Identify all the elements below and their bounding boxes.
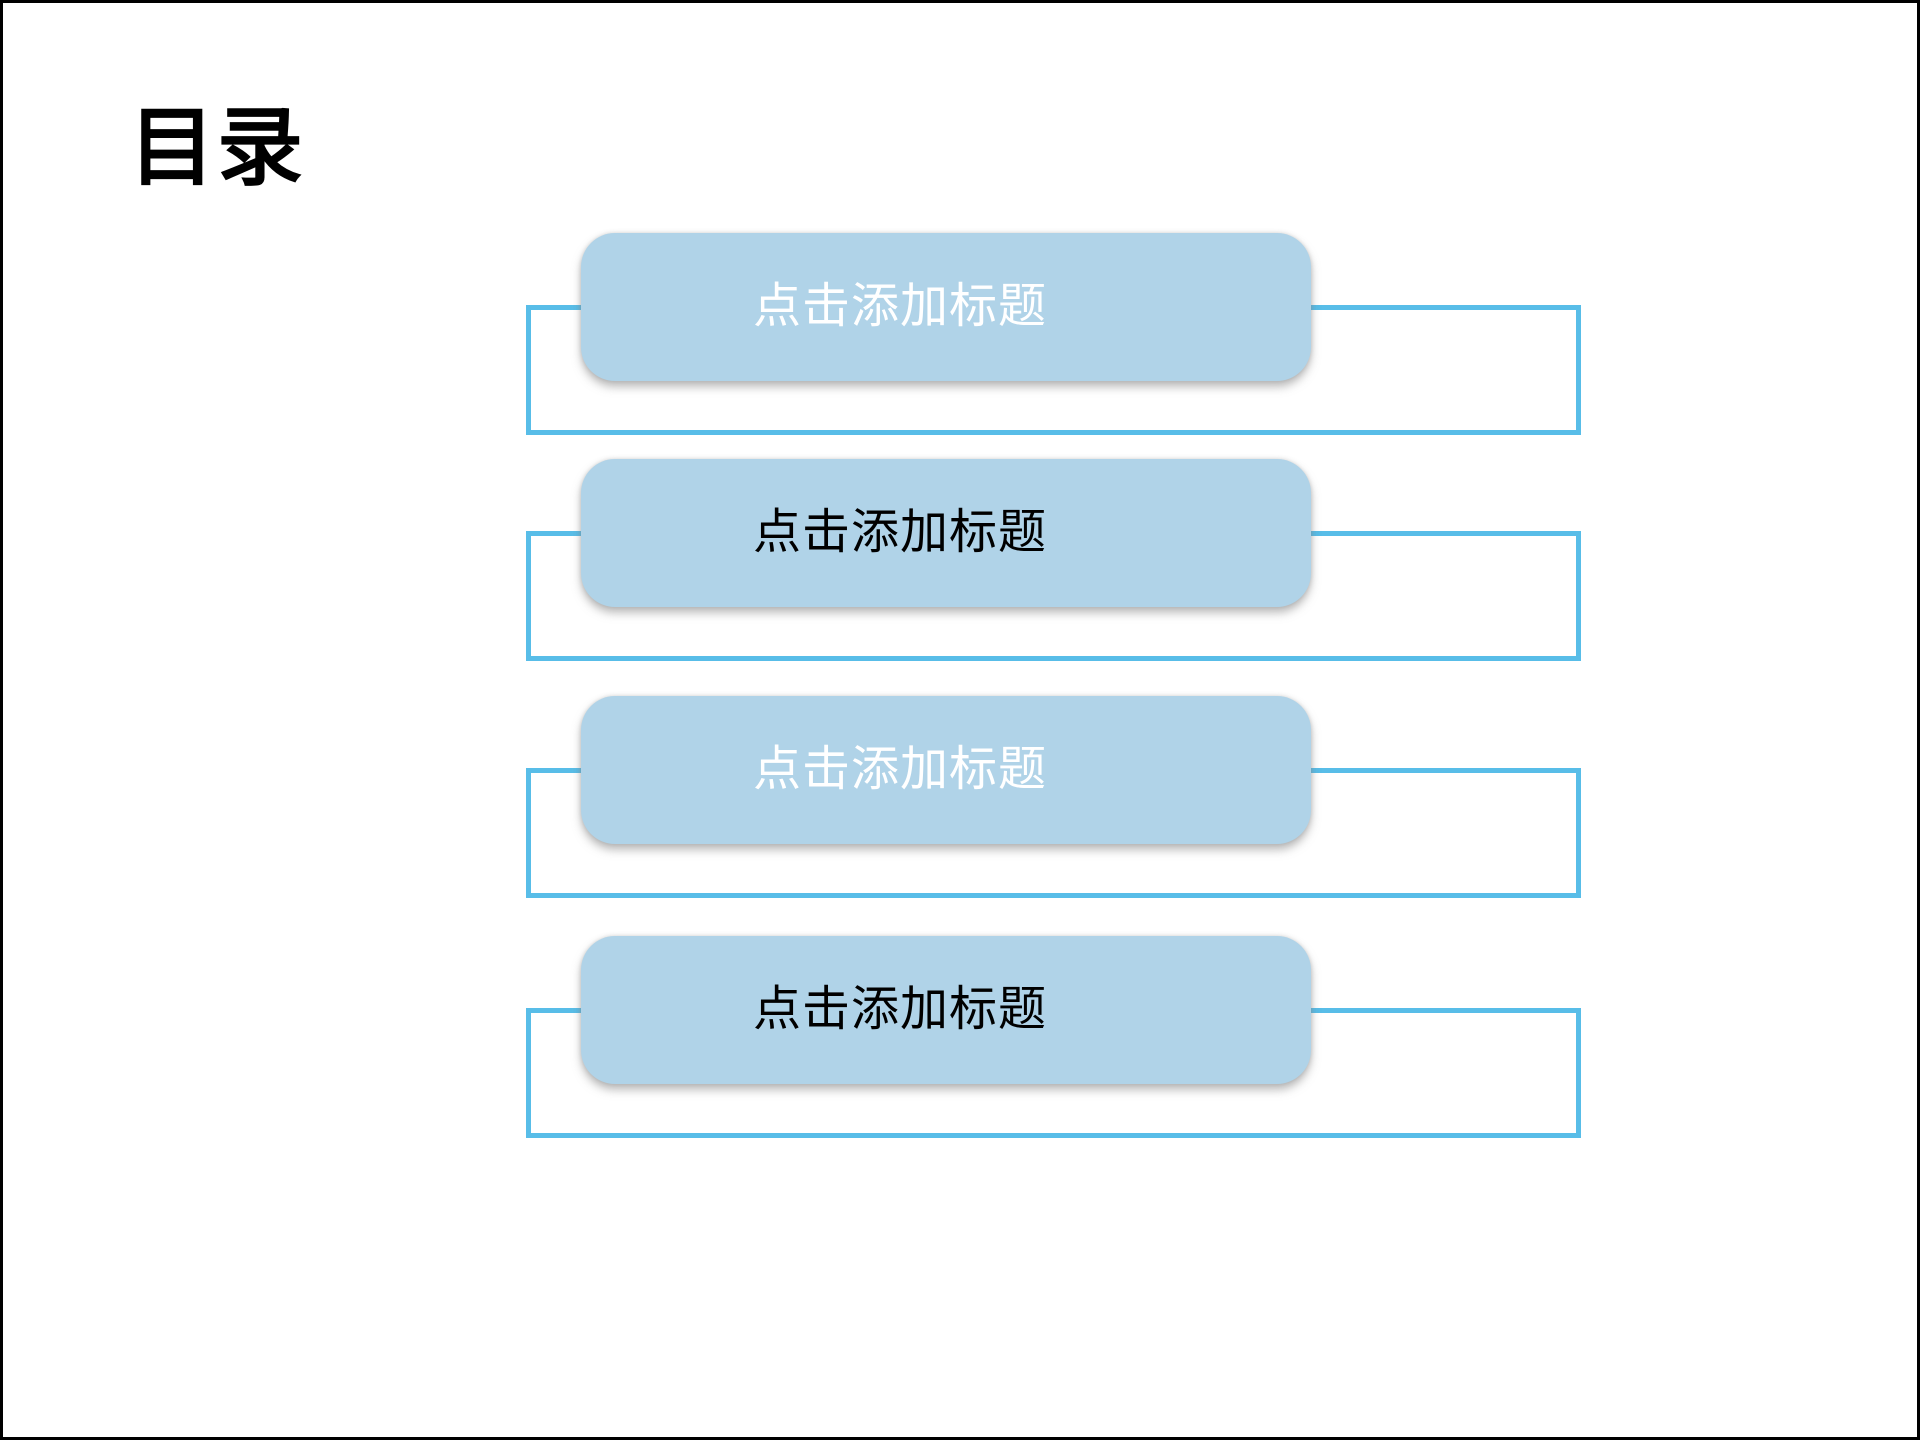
toc-title-label: 点击添加标题 — [752, 743, 1047, 796]
slide-title[interactable]: 目录 — [129, 100, 305, 196]
toc-row: 点击添加标题 — [3, 459, 1917, 669]
toc-title-label: 点击添加标题 — [752, 983, 1047, 1036]
toc-row: 点击添加标题 — [3, 696, 1917, 906]
toc-title-label: 点击添加标题 — [752, 506, 1047, 559]
toc-title-placeholder[interactable]: 点击添加标题 — [581, 696, 1311, 844]
toc-title-label: 点击添加标题 — [752, 280, 1047, 333]
toc-title-placeholder[interactable]: 点击添加标题 — [581, 936, 1311, 1084]
toc-row: 点击添加标题 — [3, 936, 1917, 1146]
toc-title-placeholder[interactable]: 点击添加标题 — [581, 459, 1311, 607]
toc-list: 点击添加标题 点击添加标题 点击添加标题 点击添加标题 — [3, 3, 1917, 1437]
toc-title-placeholder[interactable]: 点击添加标题 — [581, 233, 1311, 381]
toc-row: 点击添加标题 — [3, 233, 1917, 443]
